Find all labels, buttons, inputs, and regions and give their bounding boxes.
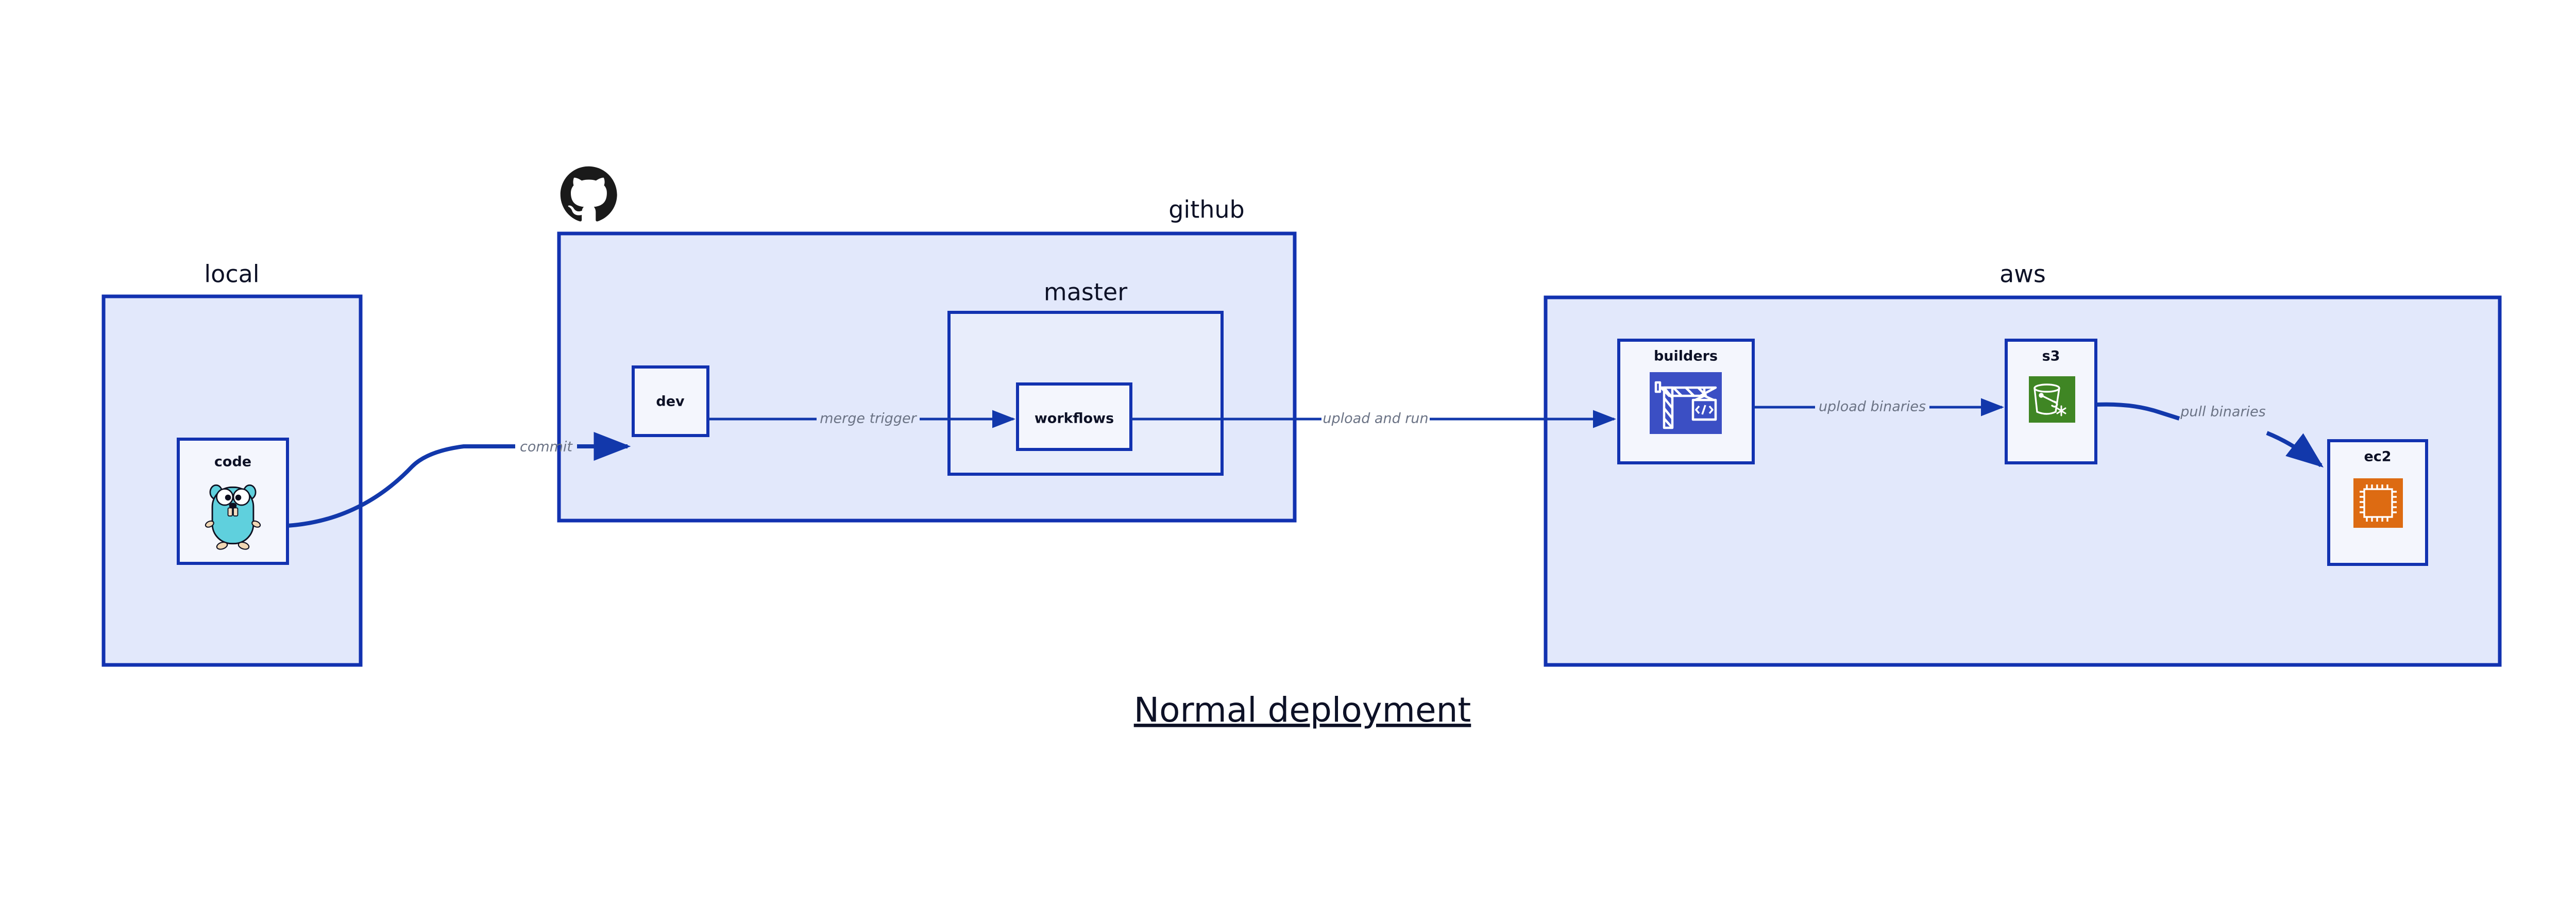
edge-upload-binaries: upload binaries [1753,398,2005,416]
node-box-workflows[interactable] [1016,382,1132,451]
page-title: Normal deployment [1134,690,1471,730]
subgroup-label-master: master [1044,278,1127,306]
node-label-builders: builders [1654,348,1718,364]
node-label-code: code [214,454,251,470]
edge-pull-binaries: pull binaries [2095,402,2324,467]
aws-ec2-chip-icon [2353,478,2403,528]
edge-label-merge-trigger: merge trigger [820,411,917,427]
edge-label-upload-and-run: upload and run [1323,411,1428,427]
edge-commit: commit [287,432,631,528]
edge-label-pull-binaries: pull binaries [2180,404,2265,420]
node-label-dev: dev [656,394,685,410]
edge-label-upload-binaries: upload binaries [1819,399,1926,415]
node-box-dev[interactable] [632,365,709,437]
group-label-local: local [204,260,259,288]
edge-label-commit: commit [520,439,573,455]
edge-merge-trigger: merge trigger [708,410,1016,428]
node-label-workflows: workflows [1035,411,1114,427]
edge-line-commit [287,444,515,528]
aws-s3-bucket-icon [2029,376,2075,423]
group-label-github: github [1168,196,1245,224]
node-label-ec2: ec2 [2364,449,2391,465]
edge-upload-and-run: upload and run [1131,410,1617,428]
aws-builders-crane-icon [1650,372,1722,434]
node-label-s3: s3 [2042,348,2060,364]
group-label-aws: aws [1999,260,2046,288]
github-mark-icon [560,166,617,222]
edge-line-pull-binaries-left [2095,402,2180,421]
edge-line-pull-binaries-right [2266,431,2324,467]
go-gopher-icon [205,484,261,550]
